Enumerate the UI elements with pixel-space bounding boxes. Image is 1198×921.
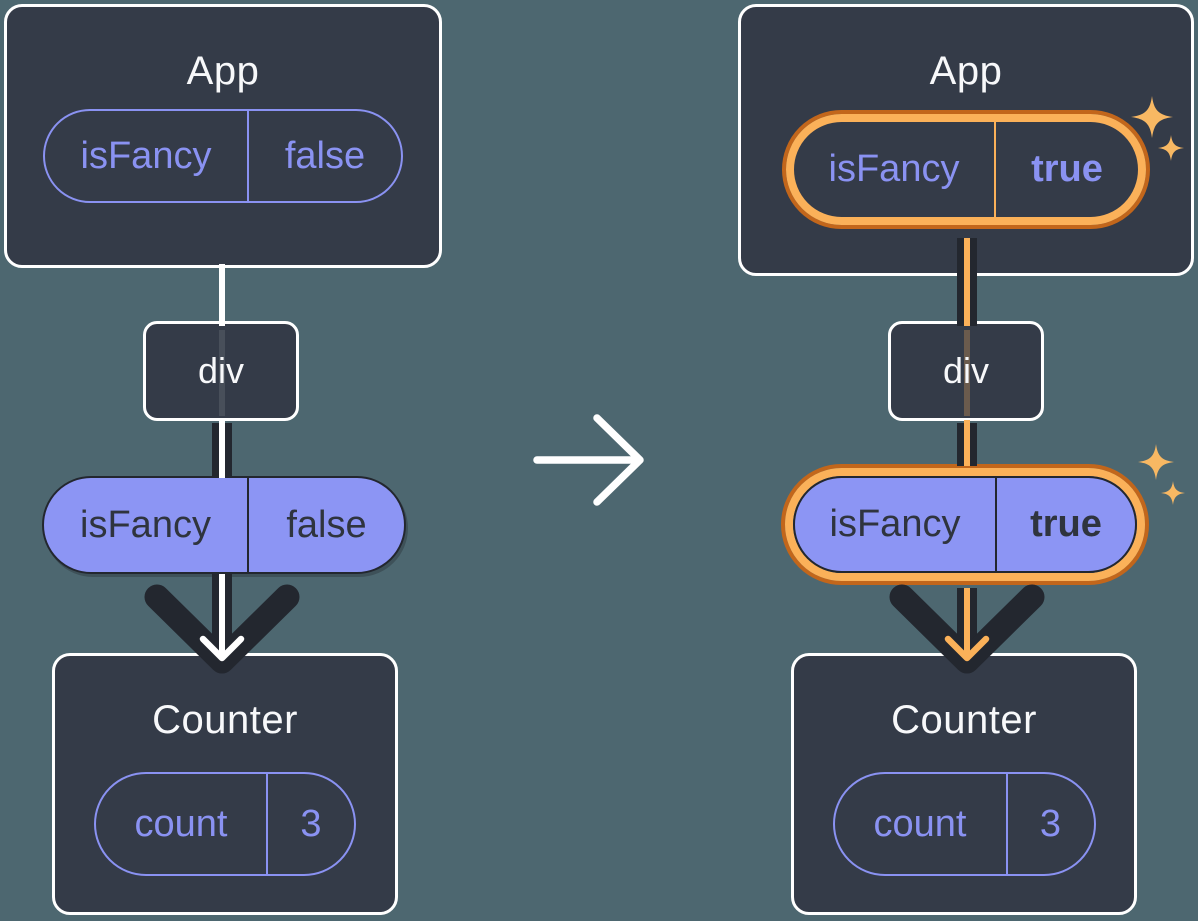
arrowhead-outer-before bbox=[144, 584, 300, 674]
div-label: div bbox=[197, 350, 245, 391]
state-pill-count-before: count 3 bbox=[94, 772, 356, 876]
component-title: App bbox=[929, 49, 1003, 93]
pill-divider bbox=[266, 774, 268, 874]
div-element-box-before: div bbox=[143, 321, 299, 421]
app-component-box-before: App isFancy false bbox=[4, 4, 442, 268]
pill-divider bbox=[995, 478, 997, 571]
pill-divider bbox=[247, 111, 249, 201]
prop-pill-isfancy-before: isFancy false bbox=[42, 476, 406, 574]
state-key: count bbox=[134, 802, 228, 845]
component-title: Counter bbox=[891, 698, 1037, 742]
highlight-ring: isFancy true bbox=[781, 464, 1149, 585]
arrowhead-outer-after bbox=[889, 584, 1045, 674]
state-value: true bbox=[1031, 148, 1103, 190]
state-pill-isfancy-after: isFancy true bbox=[794, 122, 1138, 217]
prop-value: true bbox=[1030, 503, 1102, 545]
state-key: isFancy bbox=[80, 134, 212, 177]
prop-key: isFancy bbox=[80, 503, 211, 546]
sparkle-icon bbox=[1161, 481, 1185, 505]
div-element-box-after: div bbox=[888, 321, 1044, 421]
prop-key: isFancy bbox=[829, 503, 961, 545]
pill-divider bbox=[994, 122, 996, 217]
state-value: 3 bbox=[1039, 802, 1062, 845]
state-key: count bbox=[873, 802, 967, 845]
app-component-box-after: App isFancy true bbox=[738, 4, 1194, 276]
prop-pill-isfancy-after: isFancy true bbox=[793, 476, 1137, 573]
transition-arrow-icon bbox=[533, 414, 644, 506]
prop-value: false bbox=[286, 503, 367, 546]
component-title: App bbox=[186, 49, 260, 93]
pill-divider bbox=[1005, 774, 1008, 874]
pill-divider bbox=[247, 478, 249, 572]
counter-component-box-before: Counter count 3 bbox=[52, 653, 398, 915]
component-title: Counter bbox=[152, 698, 298, 742]
state-pill-isfancy-before: isFancy false bbox=[43, 109, 403, 203]
counter-component-box-after: Counter count 3 bbox=[791, 653, 1137, 915]
sparkle-icon bbox=[1138, 444, 1174, 480]
state-pill-count-after: count 3 bbox=[832, 772, 1096, 876]
state-key: isFancy bbox=[828, 148, 960, 190]
highlight-ring: isFancy true bbox=[782, 110, 1150, 229]
state-value: 3 bbox=[300, 802, 322, 845]
div-label: div bbox=[942, 350, 990, 391]
state-value: false bbox=[284, 134, 366, 177]
